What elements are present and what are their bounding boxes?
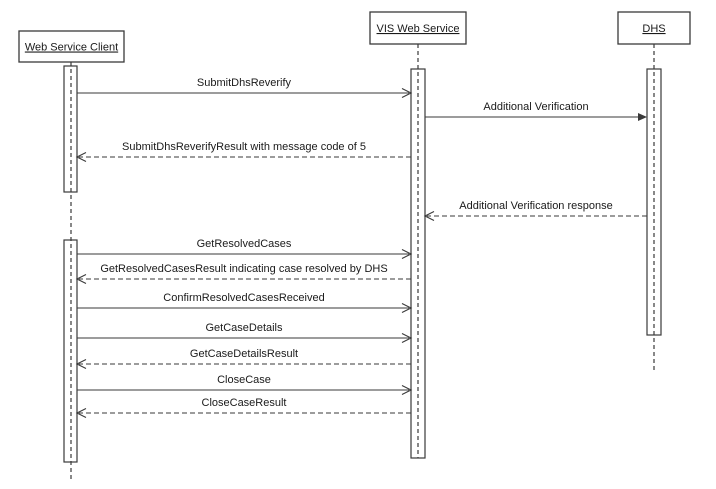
message-label-6: ConfirmResolvedCasesReceived	[163, 292, 324, 304]
message-arrowhead-open-0	[401, 88, 413, 98]
actor-box-dhs	[617, 11, 691, 45]
activation-bar-web-service-client-1	[63, 239, 78, 463]
message-label-9: CloseCase	[217, 374, 271, 386]
message-label-5: GetResolvedCasesResult indicating case r…	[100, 263, 387, 275]
message-arrowhead-open-3	[423, 211, 435, 221]
message-arrowhead-open-4	[401, 249, 413, 259]
message-arrowhead-open-7	[401, 333, 413, 343]
message-arrowhead-open-5	[75, 274, 87, 284]
message-arrowhead-open-2	[75, 152, 87, 162]
activation-bar-vis-web-service-2	[410, 68, 426, 459]
message-arrowhead-open-10	[75, 408, 87, 418]
actor-label-dhs: DHS	[642, 23, 665, 35]
message-arrowhead-open-8	[75, 359, 87, 369]
actor-box-vis-web-service	[369, 11, 467, 45]
message-label-8: GetCaseDetailsResult	[190, 348, 298, 360]
actor-label-vis-web-service: VIS Web Service	[377, 23, 460, 35]
message-label-3: Additional Verification response	[459, 200, 612, 212]
message-arrowhead-filled-1	[638, 113, 647, 121]
message-label-0: SubmitDhsReverify	[197, 77, 292, 89]
message-label-7: GetCaseDetails	[205, 322, 283, 334]
activation-bar-dhs-3	[646, 68, 662, 336]
activation-bar-web-service-client-0	[63, 65, 78, 193]
message-label-2: SubmitDhsReverifyResult with message cod…	[122, 141, 366, 153]
message-arrowhead-open-9	[401, 385, 413, 395]
message-arrowhead-open-6	[401, 303, 413, 313]
actor-label-web-service-client: Web Service Client	[25, 42, 118, 54]
message-label-1: Additional Verification	[483, 101, 588, 113]
actor-box-web-service-client	[18, 30, 125, 63]
message-label-4: GetResolvedCases	[197, 238, 292, 250]
message-label-10: CloseCaseResult	[202, 397, 287, 409]
